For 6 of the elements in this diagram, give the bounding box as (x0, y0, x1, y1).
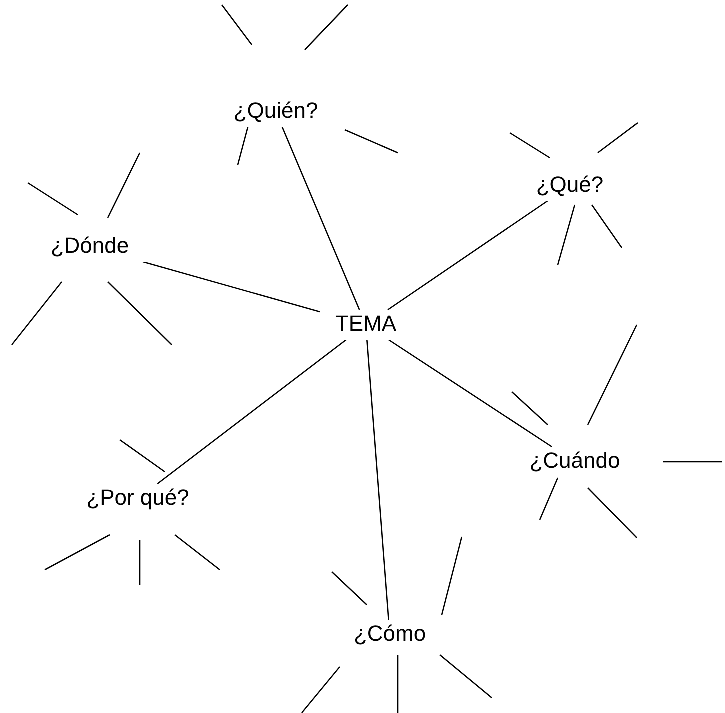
connector-line (282, 126, 360, 310)
connector-line (157, 339, 347, 485)
connector-line (388, 200, 548, 311)
connector-line (388, 339, 552, 448)
connector-line (142, 261, 320, 313)
connector-line (366, 340, 390, 620)
